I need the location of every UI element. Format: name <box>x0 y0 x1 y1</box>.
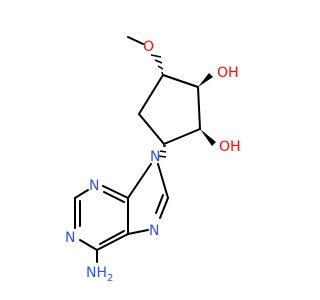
wedge-c3-oh <box>198 73 213 87</box>
amine-label: NH <box>86 265 107 281</box>
atom-n9: N <box>150 149 160 165</box>
atom-oh-bottom: OH <box>219 139 241 155</box>
bond-c4-c3 <box>162 74 199 88</box>
bond-c1-c5 <box>138 113 165 145</box>
bonds <box>74 36 201 263</box>
bond-c6-c5-double <box>99 230 125 245</box>
hashed-wedge-c4-o <box>150 54 164 77</box>
atom-methoxy-o: O <box>143 39 154 55</box>
bond-c8-n7 <box>159 197 169 219</box>
atom-oh-top: OH <box>217 65 239 81</box>
atom-labels: O OH OH N N N N NH2 <box>65 39 241 284</box>
bond-c2-c1 <box>163 128 201 145</box>
bond-n9-c8 <box>157 163 169 199</box>
bond-c4-n3 <box>102 185 129 199</box>
atom-n7: N <box>149 223 159 239</box>
bond-n7-c5 <box>127 229 149 235</box>
bond-n3-c4-double <box>103 191 125 203</box>
bond-n1-c6 <box>79 239 98 251</box>
bond-c5-c4 <box>138 74 164 115</box>
amine-subscript: 2 <box>107 273 113 284</box>
bond-methyl-o <box>127 36 144 45</box>
bond-c6-c5 <box>96 233 129 251</box>
atom-n3: N <box>89 178 99 194</box>
bond-c4-n9 <box>127 163 152 199</box>
stereo-bonds <box>150 54 216 158</box>
wedge-c2-oh <box>200 129 216 146</box>
molecule-structure-diagram: O OH OH N N N N NH2 <box>65 36 241 284</box>
bond-c3-c2 <box>197 86 201 130</box>
bond-c8-n7-double <box>155 194 164 214</box>
bond-n3-c2 <box>74 189 89 199</box>
atom-amine: NH2 <box>86 265 113 284</box>
atom-n1: N <box>65 230 75 246</box>
hashed-wedge-c1-n9 <box>157 145 167 158</box>
